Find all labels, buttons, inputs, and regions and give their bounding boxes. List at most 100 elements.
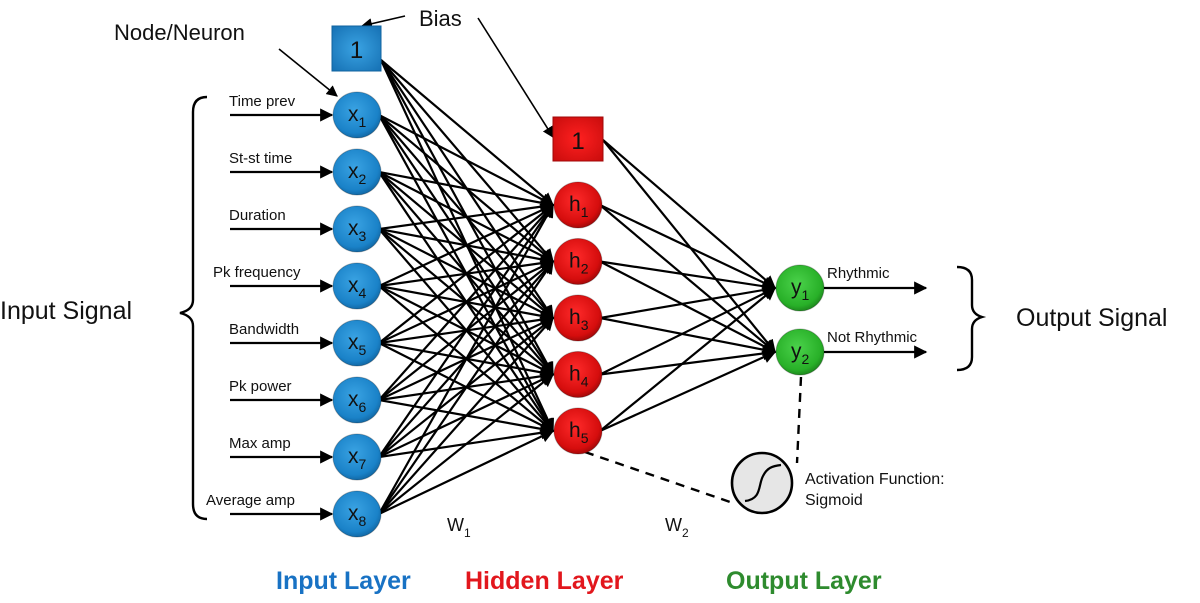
output-signal-label: Output Signal: [1016, 304, 1168, 332]
node-neuron-pointer: [278, 48, 338, 97]
input-signal-brace: [179, 95, 208, 521]
node-subscript: 3: [359, 228, 367, 244]
node-subscript: 3: [581, 317, 589, 333]
edge-x2-to-h1: [378, 170, 555, 210]
node-subscript: 2: [359, 171, 367, 187]
node-subscript: 2: [802, 351, 810, 367]
output-node-y1: y1: [775, 264, 825, 312]
node-symbol: h: [569, 193, 581, 216]
input-node-x7: x7: [332, 433, 382, 481]
svg-text:h5: h5: [569, 419, 589, 446]
node-symbol: h: [569, 306, 581, 329]
input-feature-label: Bandwidth: [229, 321, 299, 338]
node-symbol: x: [348, 331, 359, 354]
node-symbol: h: [569, 363, 581, 386]
node-symbol: x: [348, 445, 359, 468]
svg-text:1: 1: [571, 128, 584, 155]
node-symbol: x: [348, 274, 359, 297]
hidden-node-h3: h3: [553, 294, 603, 342]
edge-x8-to-h1: [378, 203, 554, 515]
edge-h3-to-y2: [599, 316, 777, 357]
output-layer-title: Output Layer: [726, 567, 882, 595]
input-node-x3: x3: [332, 205, 382, 253]
input-layer-title: Input Layer: [276, 567, 411, 595]
output-signal-brace: [956, 265, 987, 372]
svg-text:x5: x5: [348, 331, 367, 358]
node-symbol: x: [348, 160, 359, 183]
edge-x8-to-h3: [378, 317, 554, 515]
node-subscript: 7: [359, 456, 367, 472]
svg-text:x2: x2: [348, 160, 367, 187]
node-symbol: h: [569, 250, 581, 273]
input-feature-label: Max amp: [229, 435, 291, 452]
input-node-x5: x5: [332, 319, 382, 367]
input-node-x2: x2: [332, 148, 382, 196]
input-feature-label: Time prev: [229, 93, 296, 110]
edge-x6-to-h1: [378, 204, 554, 401]
connection-edges: [378, 59, 777, 515]
svg-text:y1: y1: [791, 276, 810, 303]
hidden-layer-title: Hidden Layer: [465, 567, 624, 595]
edge-h3-to-y1: [599, 283, 777, 320]
edge-x8-to-h5: [378, 430, 555, 515]
input-node-x4: x4: [332, 262, 382, 310]
node-subscript: 1: [581, 204, 589, 220]
node-subscript: 5: [581, 430, 589, 446]
node-subscript: 2: [581, 261, 589, 277]
edge-h5-to-y1: [599, 287, 777, 432]
hidden-bias-node: 1: [552, 116, 604, 162]
node-subscript: 4: [581, 374, 589, 390]
input-node-x6: x6: [332, 376, 382, 424]
input-signal-label: Input Signal: [0, 297, 132, 325]
svg-text:h1: h1: [569, 193, 589, 220]
hidden-node-h2: h2: [553, 238, 603, 285]
hidden-node-h4: h4: [553, 351, 603, 398]
edge-h2-to-y1: [599, 260, 777, 293]
node-subscript: 5: [359, 342, 367, 358]
input-feature-label: Pk frequency: [213, 264, 301, 281]
edge-input-bias-to-h1: [380, 59, 555, 206]
activation-name-label: Sigmoid: [805, 492, 863, 509]
svg-text:h4: h4: [569, 363, 589, 390]
svg-text:y2: y2: [791, 340, 810, 367]
node-symbol: h: [569, 419, 581, 442]
edge-h1-to-y1: [599, 204, 777, 289]
input-bias-node: 1: [331, 25, 382, 72]
node-subscript: 6: [359, 399, 367, 415]
activation-dash-from-output: [795, 376, 803, 464]
input-feature-label: Average amp: [206, 492, 295, 509]
svg-text:x8: x8: [348, 502, 367, 529]
output-class-label: Not Rhythmic: [827, 329, 918, 346]
sigmoid-activation-icon: [730, 451, 794, 515]
edge-hidden-bias-to-y1: [602, 139, 777, 289]
svg-text:x7: x7: [348, 445, 367, 472]
node-symbol: x: [348, 103, 359, 126]
input-node-x8: x8: [332, 490, 382, 538]
node-subscript: 8: [359, 513, 367, 529]
svg-text:x6: x6: [348, 388, 367, 415]
edge-h5-to-y2: [599, 350, 777, 433]
node-subscript: 4: [359, 285, 367, 301]
input-node-x1: x1: [332, 91, 382, 139]
edge-x4-to-h1: [378, 204, 555, 287]
weights-w1-label: W1: [447, 515, 471, 540]
node-symbol: y: [791, 276, 802, 299]
node-symbol: y: [791, 340, 802, 363]
svg-text:x4: x4: [348, 274, 367, 301]
activation-dash-from-hidden: [584, 450, 734, 505]
edge-h1-to-y2: [599, 204, 777, 353]
edge-x3-to-h1: [378, 200, 555, 231]
edge-h2-to-y2: [599, 260, 777, 353]
weights-w2-label: W2: [665, 515, 689, 540]
output-class-label: Rhythmic: [827, 265, 890, 282]
svg-text:h3: h3: [569, 306, 589, 333]
edge-x1-to-h1: [378, 114, 555, 206]
input-feature-label: St-st time: [229, 150, 292, 167]
bias-annotation: Bias: [419, 6, 462, 31]
node-neuron-annotation: Node/Neuron: [114, 20, 245, 45]
hidden-node-h5: h5: [553, 407, 603, 455]
